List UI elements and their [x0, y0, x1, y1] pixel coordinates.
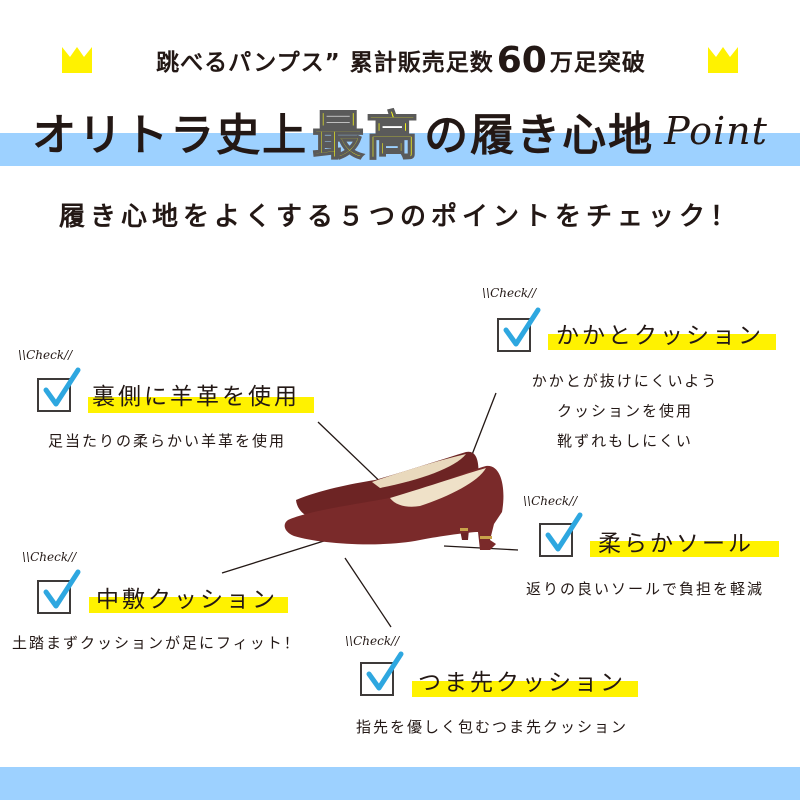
description-line: かかとが抜けにくいよう: [531, 372, 719, 390]
feature-description: 土踏まずクッションが足にフィット！: [12, 634, 301, 652]
feature-title: 柔らかソール: [598, 531, 754, 557]
header-band: [0, 133, 800, 166]
checkbox-icon: [360, 662, 394, 696]
tagline: 跳べるパンプス” 累計販売足数 60 万足突破: [100, 39, 702, 81]
checkbox-icon: [37, 378, 71, 412]
subheading: 履き心地をよくする５つのポイントをチェック！: [58, 202, 741, 232]
feature-title: 中敷クッション: [96, 587, 278, 613]
title-highlight: [89, 597, 288, 613]
title-highlight: [88, 397, 314, 413]
feature-description: 足当たりの柔らかい羊革を使用: [48, 432, 287, 450]
description-line: 靴ずれもしにくい: [557, 432, 693, 450]
check-label: \\Check//: [345, 634, 400, 648]
title-highlight: [548, 334, 776, 350]
checkbox-icon: [539, 523, 573, 557]
feature-title: かかとクッション: [556, 323, 764, 349]
headline-suffix: の履き心地: [424, 110, 655, 161]
checkmark-icon: [43, 367, 81, 407]
check-label: \\Check//: [523, 494, 578, 508]
checkmark-icon: [43, 569, 81, 609]
checkmark-icon: [366, 651, 404, 691]
check-label: \\Check//: [482, 286, 537, 300]
check-label: \\Check//: [22, 550, 77, 564]
checkbox-icon: [497, 318, 531, 352]
tagline-text: 跳べるパンプス” 累計販売足数: [156, 50, 494, 76]
checkmark-icon: [503, 307, 541, 347]
page-title: オリトラ史上 最高 の履き心地 Point: [20, 96, 780, 168]
checkbox-icon: [37, 580, 71, 614]
feature-title: つま先クッション: [418, 670, 626, 696]
feature-description: かかとが抜けにくいよう クッションを使用 靴ずれもしにくい: [520, 366, 730, 456]
title-highlight: [590, 541, 779, 557]
title-highlight: [412, 681, 638, 697]
crown-icon: [708, 47, 738, 73]
headline-highlight: 最高: [311, 106, 421, 168]
tagline-suffix: 万足突破: [549, 50, 646, 76]
sales-count: 60: [496, 39, 547, 81]
feature-description: 返りの良いソールで負担を軽減: [526, 580, 765, 598]
checkmark-icon: [545, 512, 583, 552]
feature-title: 裏側に羊革を使用: [92, 384, 300, 410]
headline-script: Point: [664, 109, 768, 153]
crown-icon: [62, 47, 92, 73]
headline-prefix: オリトラ史上: [32, 110, 309, 161]
description-line: クッションを使用: [556, 402, 693, 420]
footer-band: [0, 767, 800, 800]
feature-description: 指先を優しく包むつま先クッション: [356, 718, 629, 736]
product-image-shoes: [284, 451, 504, 550]
check-label: \\Check//: [18, 348, 73, 362]
